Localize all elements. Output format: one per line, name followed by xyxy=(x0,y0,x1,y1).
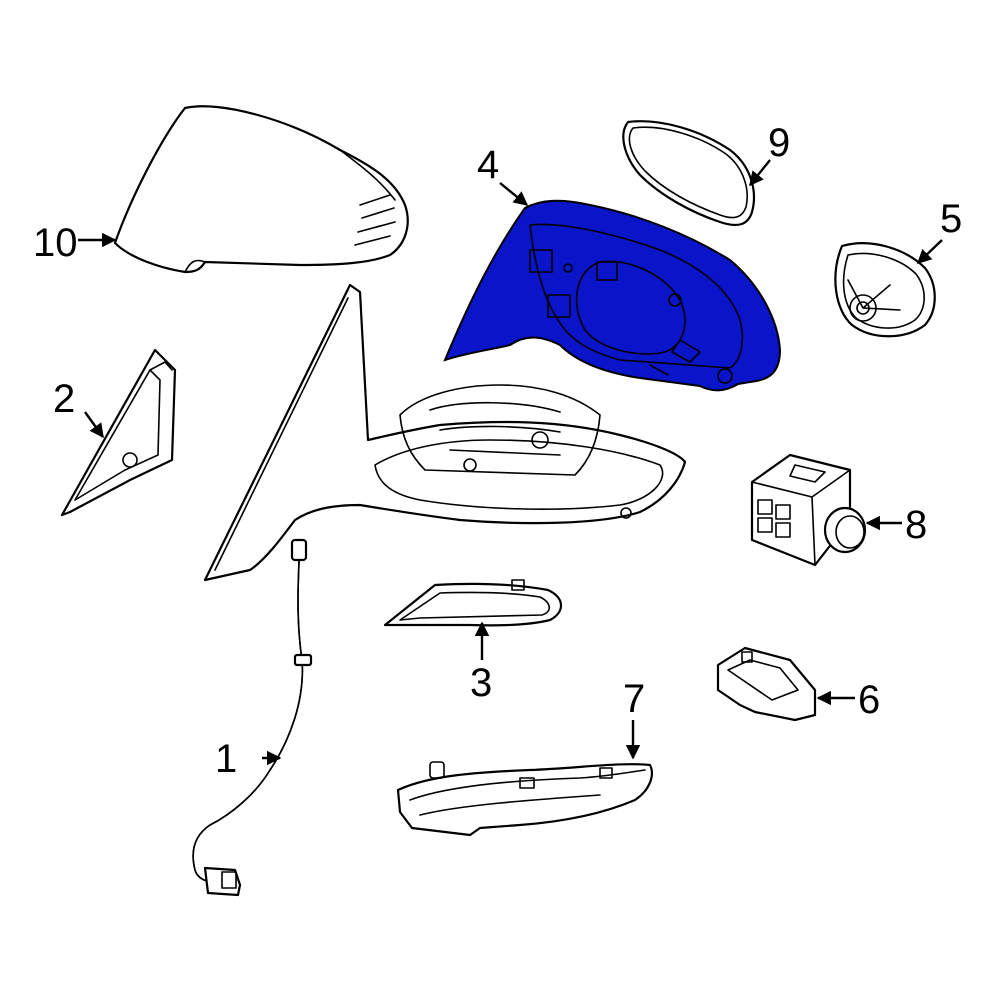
callout-4: 4 xyxy=(477,143,499,187)
part-2-sail-trim[interactable] xyxy=(60,348,177,517)
callout-3: 3 xyxy=(470,661,492,705)
callout-9: 9 xyxy=(768,121,790,165)
callout-8: 8 xyxy=(905,503,927,547)
callout-1: 1 xyxy=(215,737,237,781)
callout-10: 10 xyxy=(33,221,78,265)
mirror-assembly-base[interactable] xyxy=(203,283,687,582)
callout-7: 7 xyxy=(623,677,645,721)
leader-4 xyxy=(499,182,529,206)
leader-arrows xyxy=(78,159,943,766)
part-3-lower-trim[interactable] xyxy=(383,579,563,627)
callout-5: 5 xyxy=(940,197,962,241)
callout-6: 6 xyxy=(858,678,880,722)
part-8-camera[interactable] xyxy=(750,453,867,567)
part-6-bracket[interactable] xyxy=(716,646,817,722)
part-10-mirror-cap[interactable] xyxy=(113,105,409,274)
callout-labels: 1 2 3 4 5 6 7 8 9 10 xyxy=(33,121,962,781)
part-1-wiring-harness[interactable] xyxy=(192,538,313,897)
housing-fill xyxy=(443,199,782,392)
part-9-mirror-glass[interactable] xyxy=(622,120,756,227)
callout-2: 2 xyxy=(53,377,75,421)
part-7-turn-signal-lamp[interactable] xyxy=(396,761,653,837)
leader-9 xyxy=(749,159,771,187)
part-4-mirror-housing-highlighted[interactable] xyxy=(443,199,782,392)
leader-2 xyxy=(84,411,104,439)
leader-5 xyxy=(916,239,943,264)
part-5-mirror-motor[interactable] xyxy=(834,242,936,338)
